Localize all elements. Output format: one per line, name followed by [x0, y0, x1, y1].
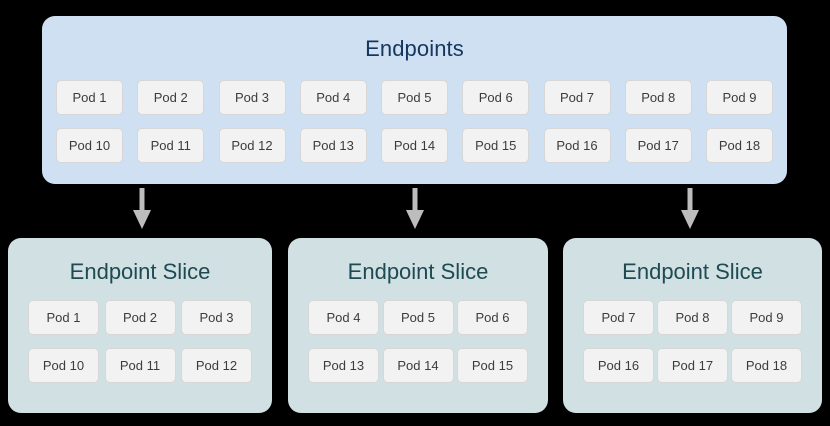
endpoint-slice-pod-grid: Pod 7 Pod 8 Pod 9 Pod 16 Pod 17 Pod 18 [583, 300, 802, 383]
endpoint-slice-title: Endpoint Slice [69, 259, 211, 284]
endpoint-slice-box-1: Endpoint Slice Pod 1 Pod 2 Pod 3 Pod 10 … [8, 238, 272, 413]
endpoints-title: Endpoints [365, 36, 464, 61]
endpoint-slice-title: Endpoint Slice [622, 259, 763, 284]
pod-chip: Pod 6 [462, 80, 530, 115]
pod-chip: Pod 1 [56, 80, 123, 115]
pod-chip: Pod 11 [104, 348, 176, 383]
endpoint-slice-title: Endpoint Slice [347, 259, 489, 284]
pod-chip: Pod 15 [462, 128, 530, 163]
endpoints-box: Endpoints Pod 1 Pod 2 Pod 3 Pod 4 Pod 5 … [42, 16, 787, 184]
endpoints-pod-row: Pod 1 Pod 2 Pod 3 Pod 4 Pod 5 Pod 6 Pod … [56, 80, 773, 115]
pod-chip: Pod 18 [706, 128, 773, 163]
pod-chip: Pod 12 [218, 128, 286, 163]
pod-chip: Pod 4 [299, 80, 367, 115]
endpoints-pod-row: Pod 10 Pod 11 Pod 12 Pod 13 Pod 14 Pod 1… [56, 128, 773, 163]
pod-chip: Pod 7 [543, 80, 611, 115]
pod-chip: Pod 8 [657, 300, 728, 335]
endpoint-slice-pod-row: Pod 1 Pod 2 Pod 3 [28, 300, 252, 335]
pod-chip: Pod 10 [56, 128, 123, 163]
pod-chip: Pod 5 [382, 300, 454, 335]
pod-chip: Pod 10 [28, 348, 99, 383]
endpoint-slice-pod-row: Pod 13 Pod 14 Pod 15 [308, 348, 528, 383]
pod-chip: Pod 11 [137, 128, 205, 163]
pod-chip: Pod 5 [381, 80, 448, 115]
pod-chip: Pod 12 [181, 348, 252, 383]
pod-chip: Pod 13 [299, 128, 367, 163]
pod-chip: Pod 15 [457, 348, 528, 383]
endpoint-slice-box-3: Endpoint Slice Pod 7 Pod 8 Pod 9 Pod 16 … [563, 238, 822, 413]
pod-chip: Pod 2 [104, 300, 176, 335]
pod-chip: Pod 3 [181, 300, 252, 335]
pod-chip: Pod 4 [308, 300, 379, 335]
endpoint-slice-box-2: Endpoint Slice Pod 4 Pod 5 Pod 6 Pod 13 … [288, 238, 548, 413]
endpoint-slice-pod-row: Pod 10 Pod 11 Pod 12 [28, 348, 252, 383]
pod-chip: Pod 7 [583, 300, 654, 335]
down-arrow-icon [129, 188, 155, 230]
endpoints-pod-grid: Pod 1 Pod 2 Pod 3 Pod 4 Pod 5 Pod 6 Pod … [56, 80, 773, 163]
pod-chip: Pod 16 [543, 128, 611, 163]
endpoint-slice-pod-row: Pod 16 Pod 17 Pod 18 [583, 348, 802, 383]
pod-chip: Pod 6 [457, 300, 528, 335]
pod-chip: Pod 1 [28, 300, 99, 335]
endpoint-slice-pod-row: Pod 7 Pod 8 Pod 9 [583, 300, 802, 335]
endpoint-slice-pod-grid: Pod 4 Pod 5 Pod 6 Pod 13 Pod 14 Pod 15 [308, 300, 528, 383]
pod-chip: Pod 3 [218, 80, 286, 115]
pod-chip: Pod 9 [731, 300, 802, 335]
pod-chip: Pod 17 [624, 128, 692, 163]
endpoint-slice-pod-grid: Pod 1 Pod 2 Pod 3 Pod 10 Pod 11 Pod 12 [28, 300, 252, 383]
pod-chip: Pod 17 [657, 348, 728, 383]
down-arrow-icon [402, 188, 428, 230]
pod-chip: Pod 2 [137, 80, 205, 115]
endpoint-slice-pod-row: Pod 4 Pod 5 Pod 6 [308, 300, 528, 335]
pod-chip: Pod 8 [624, 80, 692, 115]
down-arrow-icon [677, 188, 703, 230]
pod-chip: Pod 13 [308, 348, 379, 383]
pod-chip: Pod 18 [731, 348, 802, 383]
pod-chip: Pod 9 [706, 80, 773, 115]
pod-chip: Pod 14 [381, 128, 448, 163]
pod-chip: Pod 16 [583, 348, 654, 383]
pod-chip: Pod 14 [382, 348, 454, 383]
